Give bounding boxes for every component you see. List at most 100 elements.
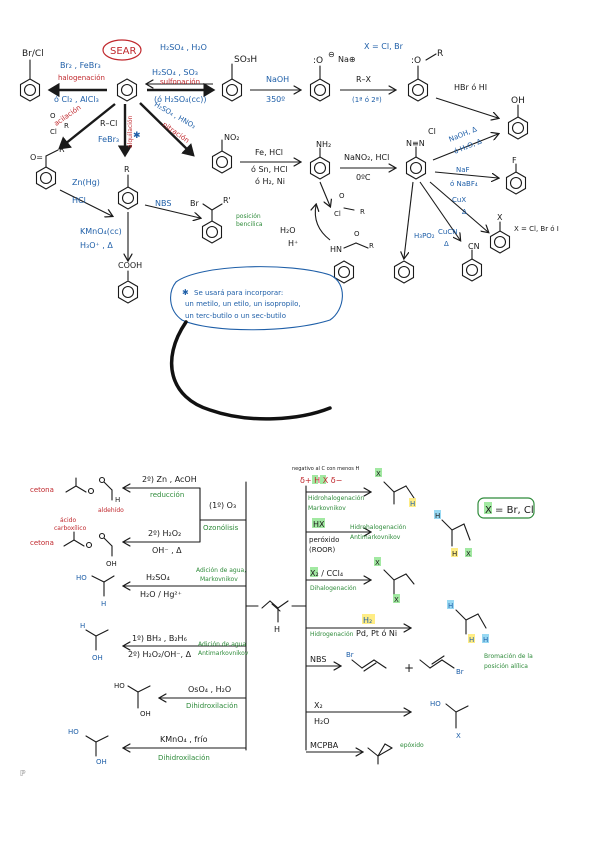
cetona2-label: cetona [30, 539, 54, 547]
aldehido-label: aldehído [98, 507, 124, 514]
epoxide-product [367, 743, 393, 765]
acid-oh: OH [106, 560, 117, 568]
temp350-label: 350º [266, 95, 285, 104]
cooh-label: COOH [118, 261, 142, 270]
acylation-r: R [64, 122, 69, 130]
ether-r: R [437, 49, 443, 59]
nitrous-temp: 0ºC [356, 173, 371, 182]
amide-hn: HN [330, 245, 342, 254]
diazonium-cl: Cl [428, 127, 436, 136]
hx-note: negativo al C con menos H [292, 466, 359, 472]
hb-h: H [80, 622, 85, 630]
aryl-ketone [35, 166, 57, 190]
hx2-name2: Antimarkovnikov [350, 534, 401, 541]
nitration-arrow [139, 102, 195, 157]
star-mark: ✱ [133, 131, 141, 141]
nitrous-label: NaNO₂, HCl [344, 153, 389, 162]
hydrolysis-arrow [432, 134, 498, 161]
nbs-benzylic-arrow [144, 204, 200, 218]
alkylbenzene [117, 186, 139, 210]
hydrog-h2: H [483, 636, 488, 644]
oso4-oh: OH [140, 710, 151, 718]
note-bubble [170, 266, 343, 331]
hydroboration-reagent2: 2º) H₂O₂/OH⁻, Δ [128, 650, 192, 659]
hydrog-h1: H [448, 602, 453, 610]
hx-h: H [410, 500, 415, 508]
benzene-center [116, 78, 138, 102]
friedel-reagent: FeBr₃ [98, 135, 119, 144]
kmno4-name: Dihidroxilación [158, 754, 210, 762]
nitrobenzene [211, 150, 233, 174]
so3h-label: SO₃H [234, 55, 257, 65]
svg-text:H: H [469, 636, 474, 644]
h3o-label: H₃O⁺ , Δ [80, 241, 113, 250]
halogenation-reagent: Br₂ , FeBr₃ [60, 61, 101, 70]
svg-text:H: H [452, 550, 457, 558]
diol-product-2 [85, 735, 109, 757]
hx2-h: H [435, 512, 440, 520]
naoh-label: NaOH [266, 75, 289, 84]
antimarkovnikov-halide [441, 519, 471, 547]
acid-label1: ácido [60, 517, 76, 524]
nabf4-2: ó NaBF₄ [450, 180, 478, 188]
kmno4-label: KMnO₄(cc) [80, 227, 122, 236]
hydroboration-name1: Adición de agua [198, 641, 247, 648]
dihalo-x2: X [394, 596, 399, 604]
hydration-reagent: H₂SO₄ [146, 573, 170, 582]
benzonitrile [461, 258, 483, 282]
reduction2: ó Sn, HCl [251, 164, 288, 174]
note-line1: Se usará para incorporar: [194, 289, 283, 297]
dihalo-x1: X [375, 559, 380, 567]
svg-text::O: :O [313, 56, 323, 66]
acylation-reagent: R–Cl [100, 119, 117, 128]
phenoxide-na: Na⊕ [338, 55, 356, 64]
nbs-br2: Br [456, 668, 464, 676]
sulfonation-name: sulfonación [160, 78, 200, 86]
hx-label: δ+ H X δ− [300, 476, 342, 485]
fluorobenzene [505, 171, 527, 195]
schiemann-arrow [434, 171, 498, 178]
oso4-name: Dihidroxilación [186, 702, 238, 710]
halobenzene-label: Br/Cl [22, 49, 44, 59]
fluoro-label: F [512, 156, 517, 165]
cn-label: CN [468, 242, 480, 251]
kmno4-reagent: KMnO₄ , frío [160, 735, 208, 744]
halobenzene [19, 78, 41, 102]
hb-oh: OH [92, 654, 103, 662]
nbs-plus: + [404, 661, 414, 675]
central-alkene [261, 600, 289, 623]
aldehyde-product [98, 476, 113, 501]
diazonium [405, 156, 427, 180]
oso4-ho: HO [114, 682, 125, 690]
alkylbenzene-r: R [124, 165, 130, 174]
x-cl-br-label: X = Cl, Br [364, 42, 404, 51]
cux-delta: Δ [462, 208, 467, 216]
svg-text:O=: O= [30, 153, 43, 162]
allylic-bromide-2 [419, 655, 455, 669]
h2o2-reagent: 2º) H₂O₂ [148, 529, 181, 538]
hydroboration-reagent: 1º) BH₃ , B₂H₆ [132, 634, 187, 643]
h3po2-label: H₃PO₂ [414, 232, 435, 240]
benzene-deaminated [393, 260, 415, 284]
cux-label: CuX [452, 196, 466, 204]
note-line3: un terc-butilo o un sec-butilo [185, 312, 286, 320]
sulfonation-reagent2: H₂SO₄ , SO₃ [152, 68, 198, 77]
diazonium-label: N≡N [406, 139, 425, 148]
hx2-x: X [466, 550, 471, 558]
sandmeyer-halide-arrow [429, 181, 488, 232]
sear-label: SEAR [110, 46, 137, 57]
reduction-name: reducción [150, 491, 184, 499]
mcpba-label: MCPBA [310, 741, 339, 750]
deamination-arrow [404, 181, 414, 258]
allylic-bromide-1 [351, 659, 387, 672]
svg-text:Cl: Cl [50, 128, 57, 136]
svg-text:O: O [354, 230, 360, 238]
antimarkovnikov-alcohol [85, 629, 109, 651]
no2-label: NO₂ [224, 133, 240, 142]
h2o-label-bottom: H₂O [314, 717, 330, 726]
markovnikov-alcohol [91, 575, 115, 597]
ozonolysis-reagent: (1º) O₃ [209, 501, 236, 510]
hydrog-name: Hidrogenación [310, 631, 354, 638]
page-mark: ℙ [20, 769, 26, 778]
cucn-label: CuCN [438, 228, 457, 236]
